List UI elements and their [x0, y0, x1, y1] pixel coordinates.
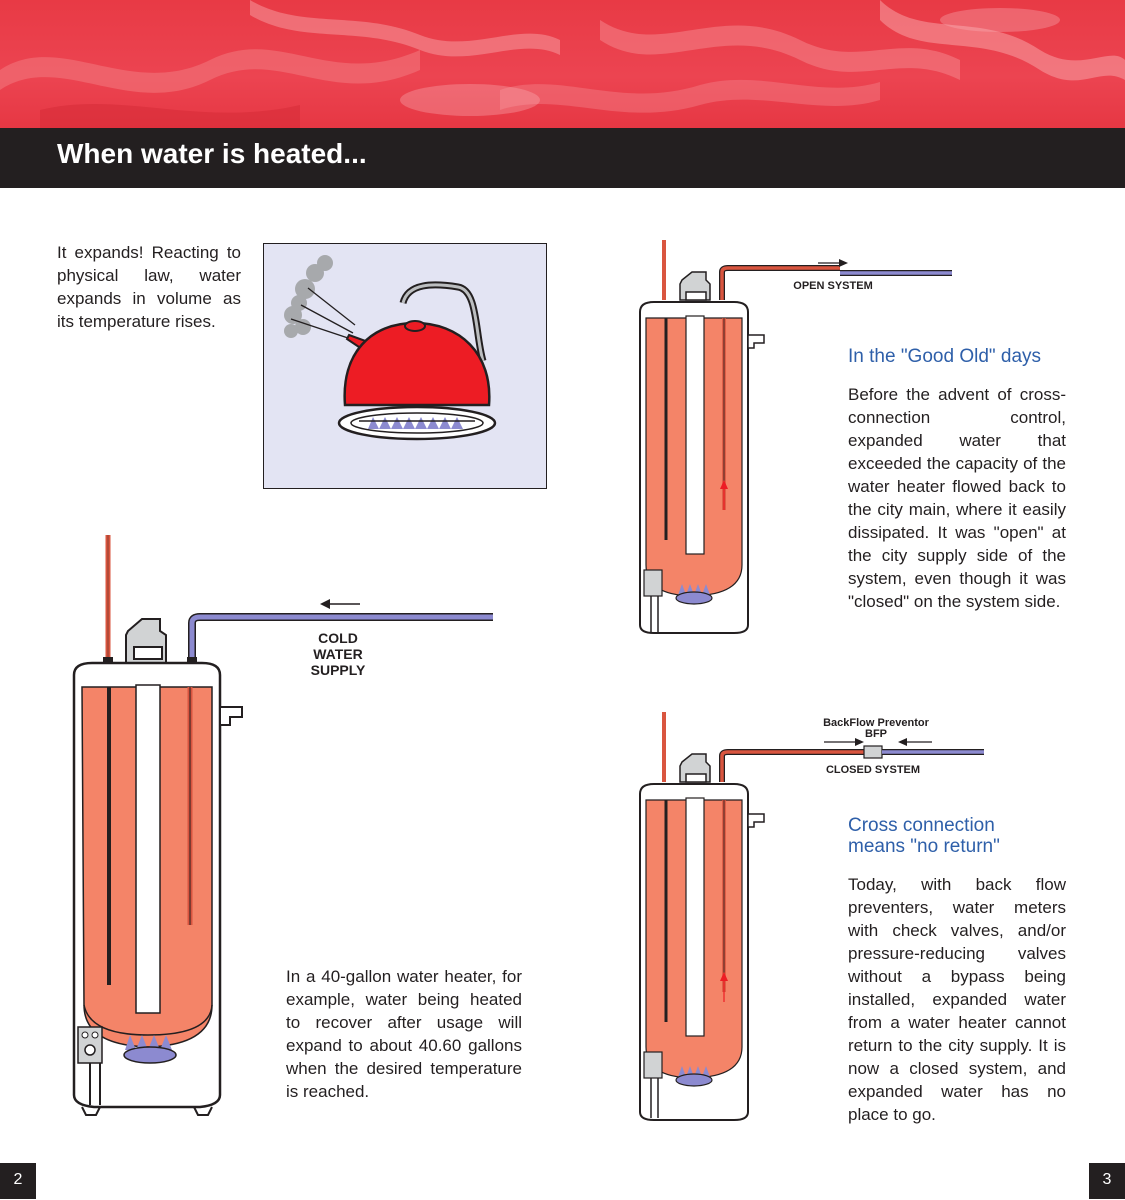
- label-line-water: WATER: [313, 646, 363, 662]
- arrow-right-icon: [818, 259, 848, 267]
- cold-water-supply-label: COLD WATER SUPPLY: [300, 630, 376, 678]
- large-heater-caption: In a 40-gallon water heater, for example…: [286, 967, 522, 1101]
- title-bar: When water is heated...: [0, 128, 1125, 188]
- steam-icon: [284, 255, 356, 340]
- label-line-cold: COLD: [318, 630, 358, 646]
- open-system-body: Before the advent of cross-connection co…: [848, 385, 1066, 611]
- kettle-illustration: [263, 243, 547, 489]
- open-system-heater: [639, 240, 952, 634]
- page-number-left: 2: [0, 1163, 36, 1199]
- closed-system-label: CLOSED SYSTEM: [825, 764, 921, 776]
- large-water-heater: [72, 535, 493, 1116]
- closed-system-heading: Cross connection means "no return": [848, 815, 1078, 857]
- arrow-left-icon: [898, 738, 932, 746]
- open-system-heading: In the "Good Old" days: [848, 346, 1042, 367]
- intro-text: It expands! Reacting to physical law, wa…: [57, 243, 241, 331]
- arrow-left-icon: [320, 599, 360, 609]
- water-ripple-pattern: [0, 0, 1125, 128]
- closed-heading-line-2: means "no return": [848, 836, 1000, 857]
- bfp-abbreviation: BFP: [865, 728, 887, 740]
- label-line-supply: SUPPLY: [310, 662, 366, 678]
- closed-system-heater: [639, 712, 984, 1121]
- arrow-up-icon: [720, 480, 728, 510]
- open-system-label: OPEN SYSTEM: [793, 280, 873, 292]
- closed-heading-line-1: Cross connection: [848, 815, 995, 836]
- page-number-right: 3: [1089, 1163, 1125, 1199]
- arrow-up-icon: [720, 972, 728, 1002]
- closed-system-body: Today, with back flow preventers, water …: [848, 875, 1066, 1124]
- header-banner: [0, 0, 1125, 128]
- arrow-right-icon: [824, 738, 864, 746]
- bfp-full-name: BackFlow Preventor: [823, 717, 929, 729]
- bfp-label: BackFlow Preventor BFP: [808, 718, 944, 740]
- page-title: When water is heated...: [57, 138, 367, 169]
